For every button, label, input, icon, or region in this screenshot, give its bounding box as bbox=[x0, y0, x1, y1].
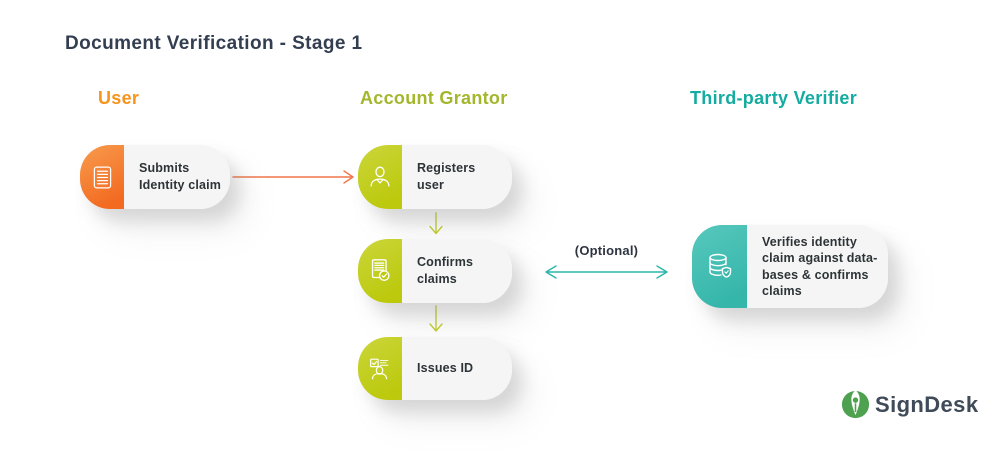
arrow-user-to-grantor bbox=[232, 170, 354, 184]
user-icon bbox=[358, 145, 402, 209]
arrow-registers-to-confirms bbox=[429, 212, 443, 235]
card-label: Submits Identity claim bbox=[124, 145, 230, 209]
card-issues-id: Issues ID bbox=[358, 337, 512, 400]
card-submits-identity-claim: Submits Identity claim bbox=[80, 145, 230, 209]
optional-label: (Optional) bbox=[574, 243, 639, 258]
column-header-user: User bbox=[98, 88, 140, 108]
signdesk-logo: SignDesk bbox=[840, 389, 978, 420]
card-label: Verifies identity claim against data- ba… bbox=[747, 225, 888, 308]
card-verifies-identity-claim: Verifies identity claim against data- ba… bbox=[692, 225, 888, 308]
column-header-account-grantor: Account Grantor bbox=[360, 88, 508, 108]
arrow-confirms-to-issues bbox=[429, 305, 443, 332]
signdesk-pen-icon bbox=[841, 389, 870, 419]
card-label: Confirms claims bbox=[402, 239, 512, 303]
document-icon bbox=[80, 145, 124, 209]
logo-text: SignDesk bbox=[875, 391, 979, 417]
card-label: Registers user bbox=[402, 145, 512, 209]
id-card-icon bbox=[358, 337, 402, 400]
card-label: Issues ID bbox=[402, 337, 512, 400]
database-shield-icon bbox=[692, 225, 747, 308]
card-registers-user: Registers user bbox=[358, 145, 512, 209]
arrow-optional-bidirectional bbox=[545, 265, 668, 279]
document-check-icon bbox=[358, 239, 402, 303]
page-title: Document Verification - Stage 1 bbox=[65, 33, 363, 54]
column-header-third-party-verifier: Third-party Verifier bbox=[690, 88, 858, 108]
card-confirms-claims: Confirms claims bbox=[358, 239, 512, 303]
